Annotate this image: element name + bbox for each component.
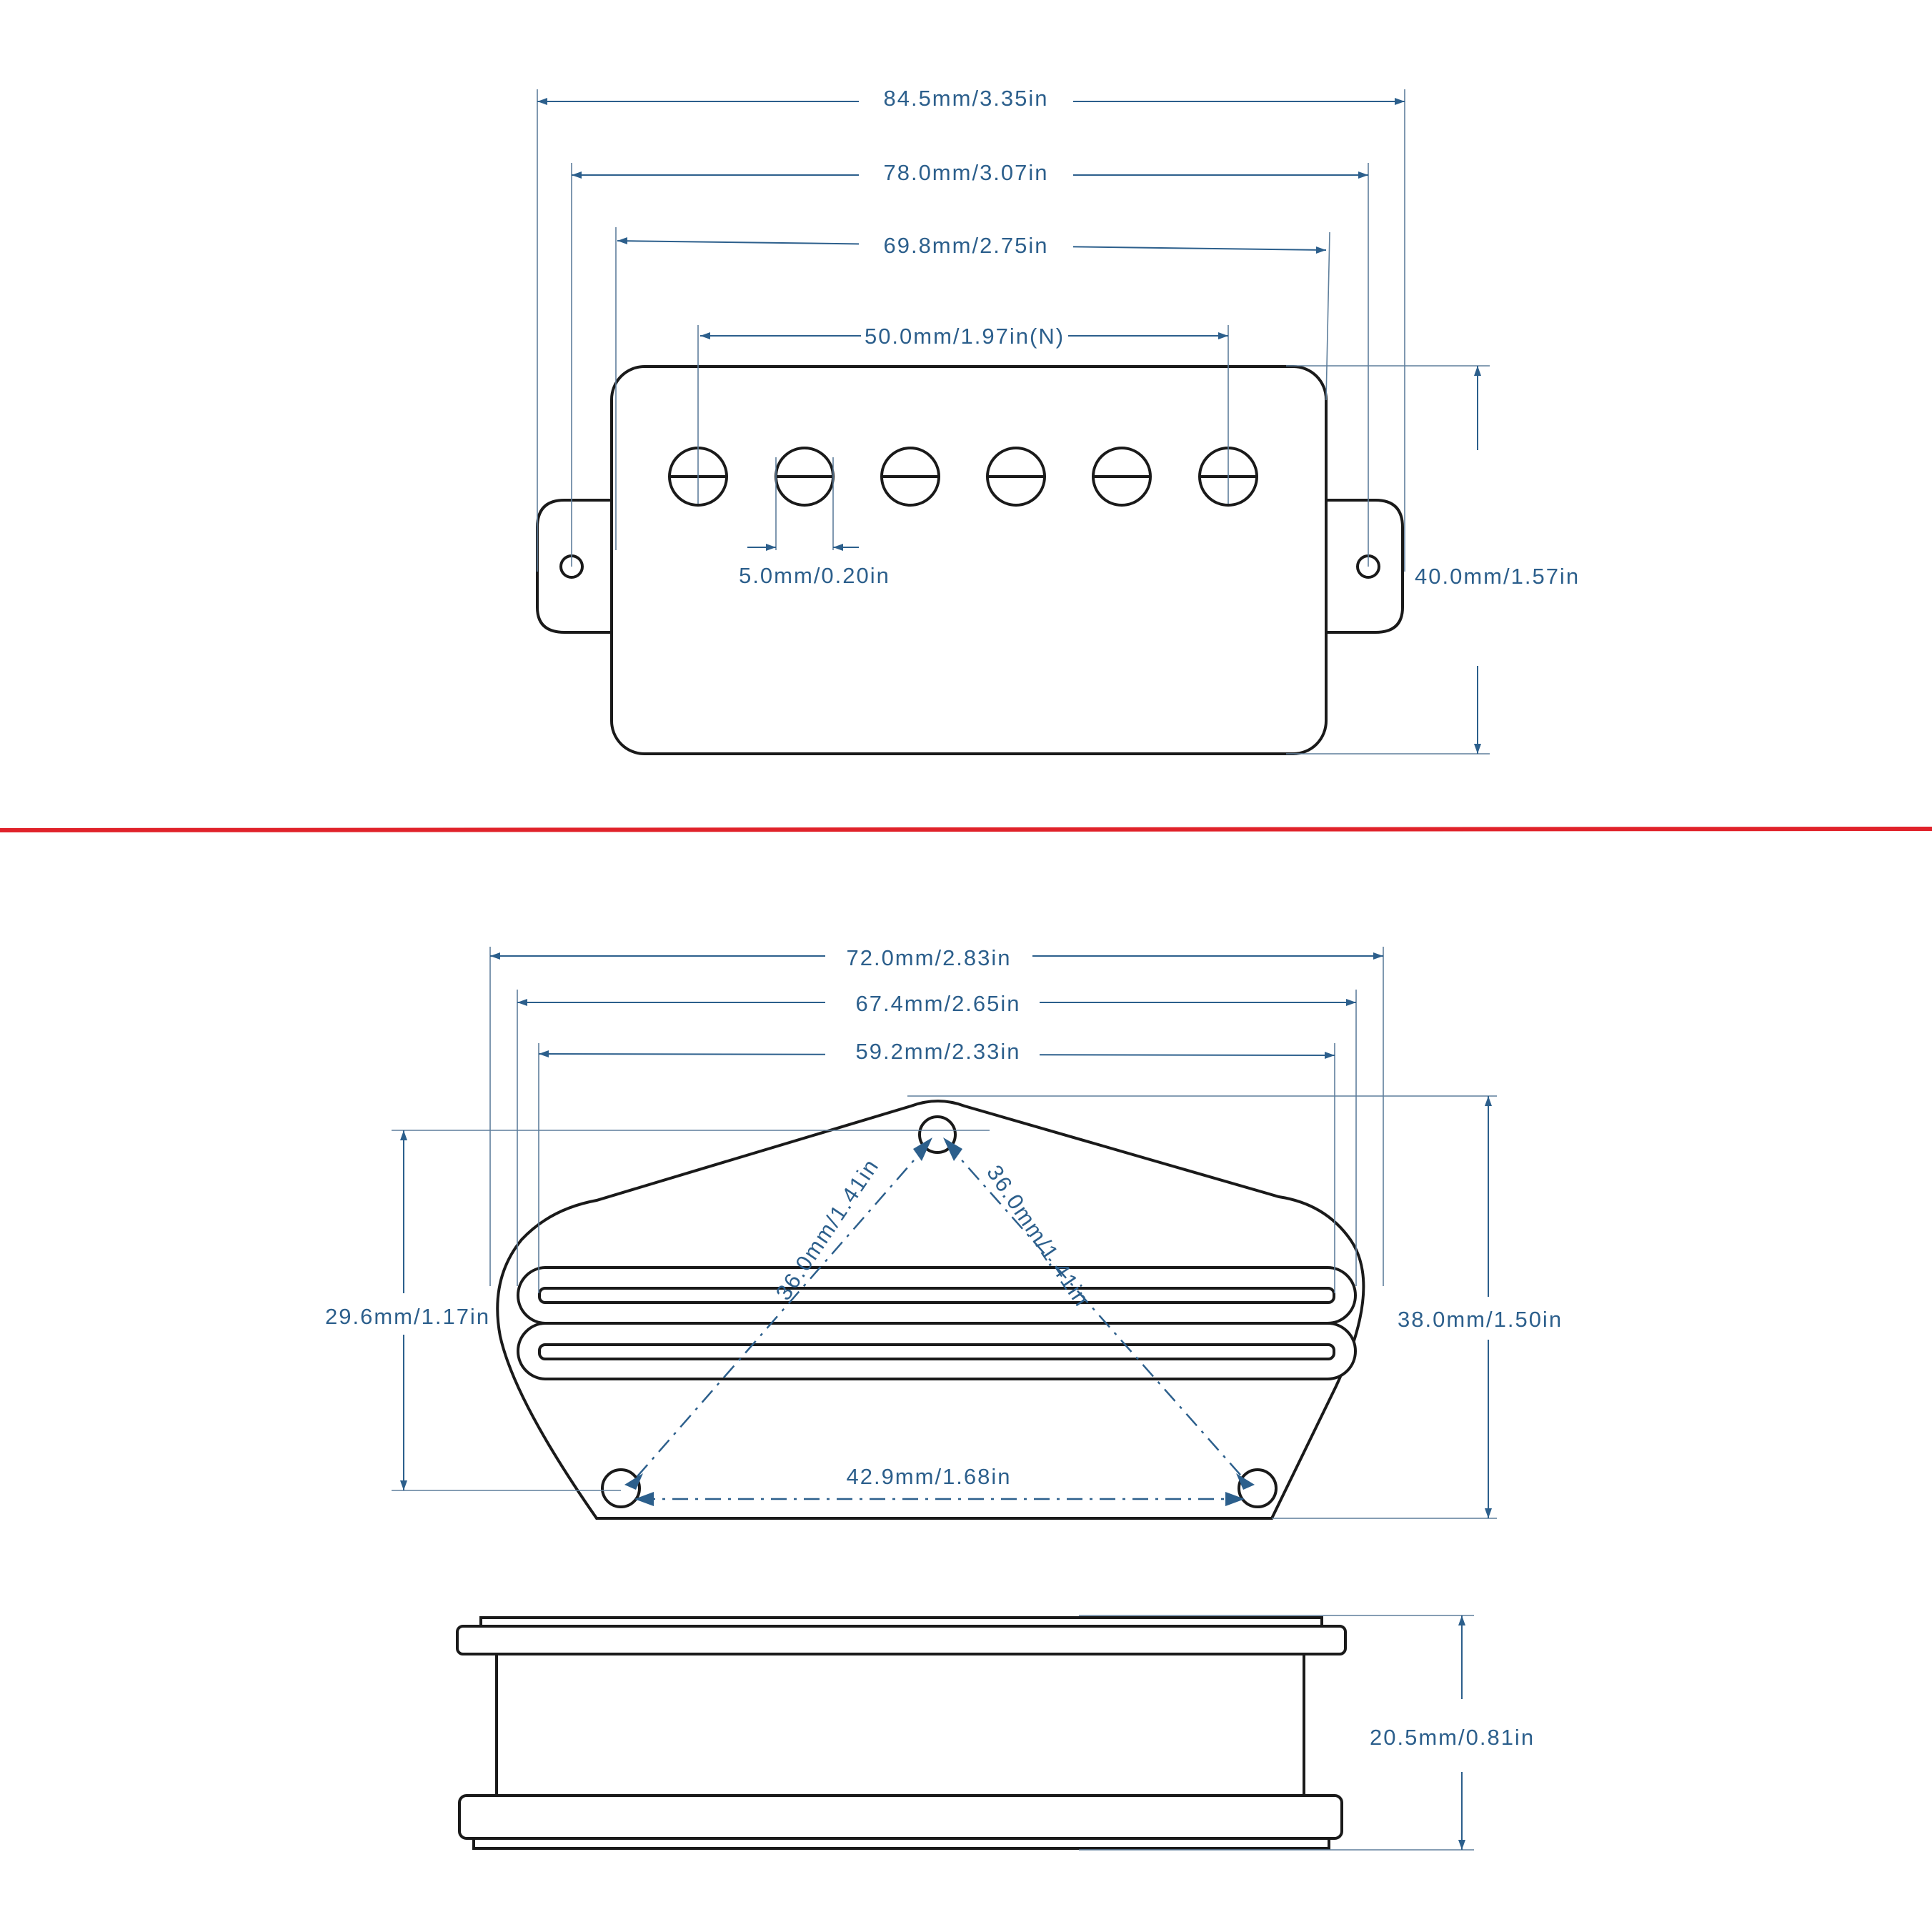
label-rail-outer-length: 67.4mm/2.65in bbox=[855, 991, 1020, 1016]
label-body-length: 69.8mm/2.75in bbox=[883, 233, 1048, 258]
label-mounting-hole-spacing: 78.0mm/3.07in bbox=[883, 160, 1048, 185]
label-thickness: 20.5mm/0.81in bbox=[1370, 1725, 1535, 1750]
label-overall-width: 72.0mm/2.83in bbox=[846, 945, 1011, 970]
dimension-body-length: 69.8mm/2.75in bbox=[617, 230, 1327, 260]
label-hole-triangle-base: 42.9mm/1.68in bbox=[846, 1464, 1011, 1489]
humbucker-top-view: 84.5mm/3.35in 78.0mm/3.07in 69.8mm/2.75i… bbox=[536, 83, 1580, 755]
pole-piece bbox=[775, 447, 835, 507]
bottom-flange bbox=[458, 1794, 1343, 1840]
top-flange bbox=[456, 1625, 1347, 1655]
section-divider bbox=[0, 827, 1932, 832]
label-overall-length: 84.5mm/3.35in bbox=[883, 86, 1048, 111]
label-rail-inner-length: 59.2mm/2.33in bbox=[855, 1039, 1020, 1064]
dimension-overall-length: 84.5mm/3.35in bbox=[537, 83, 1405, 113]
dimension-thickness: 20.5mm/0.81in bbox=[1370, 1615, 1535, 1850]
dimension-rail-inner-length: 59.2mm/2.33in bbox=[538, 1036, 1335, 1066]
label-hole-vertical-span: 29.6mm/1.17in bbox=[325, 1304, 490, 1329]
pickup-side-view: 20.5mm/0.81in bbox=[456, 1615, 1535, 1851]
bobbin-body bbox=[495, 1653, 1305, 1798]
dimension-rail-outer-length: 67.4mm/2.65in bbox=[517, 987, 1356, 1017]
dimension-hole-vertical-span: 29.6mm/1.17in bbox=[325, 1130, 490, 1490]
left-mounting-hole-base bbox=[601, 1468, 641, 1508]
dimension-body-width: 40.0mm/1.57in bbox=[1415, 366, 1580, 754]
pole-piece bbox=[880, 447, 940, 507]
side-extension-lines bbox=[1079, 1615, 1474, 1851]
bottom-extension-lines bbox=[392, 947, 1497, 1519]
label-body-width: 40.0mm/1.57in bbox=[1415, 564, 1580, 589]
dimension-overall-height: 38.0mm/1.50in bbox=[1398, 1096, 1563, 1518]
dimension-mounting-hole-spacing: 78.0mm/3.07in bbox=[572, 157, 1368, 187]
top-extension-lines bbox=[537, 89, 1490, 755]
label-pole-spacing: 50.0mm/1.97in(N) bbox=[865, 324, 1065, 349]
dimension-pole-diameter: 5.0mm/0.20in bbox=[739, 544, 890, 588]
baseplate-bottom-view: 72.0mm/2.83in 67.4mm/2.65in 59.2mm/2.33i… bbox=[325, 940, 1563, 1520]
lower-rail-blade bbox=[538, 1343, 1335, 1360]
pole-piece bbox=[986, 447, 1046, 507]
dimension-overall-width: 72.0mm/2.83in bbox=[490, 940, 1383, 970]
label-pole-diameter: 5.0mm/0.20in bbox=[739, 563, 890, 588]
upper-rail-blade bbox=[538, 1287, 1335, 1304]
bottom-plate-lip bbox=[472, 1837, 1330, 1850]
label-overall-height: 38.0mm/1.50in bbox=[1398, 1307, 1563, 1332]
pole-piece bbox=[1092, 447, 1152, 507]
right-mounting-hole-base bbox=[1238, 1468, 1278, 1508]
dimension-pole-spacing: 50.0mm/1.97in(N) bbox=[700, 320, 1228, 350]
pickup-cover bbox=[610, 365, 1328, 755]
